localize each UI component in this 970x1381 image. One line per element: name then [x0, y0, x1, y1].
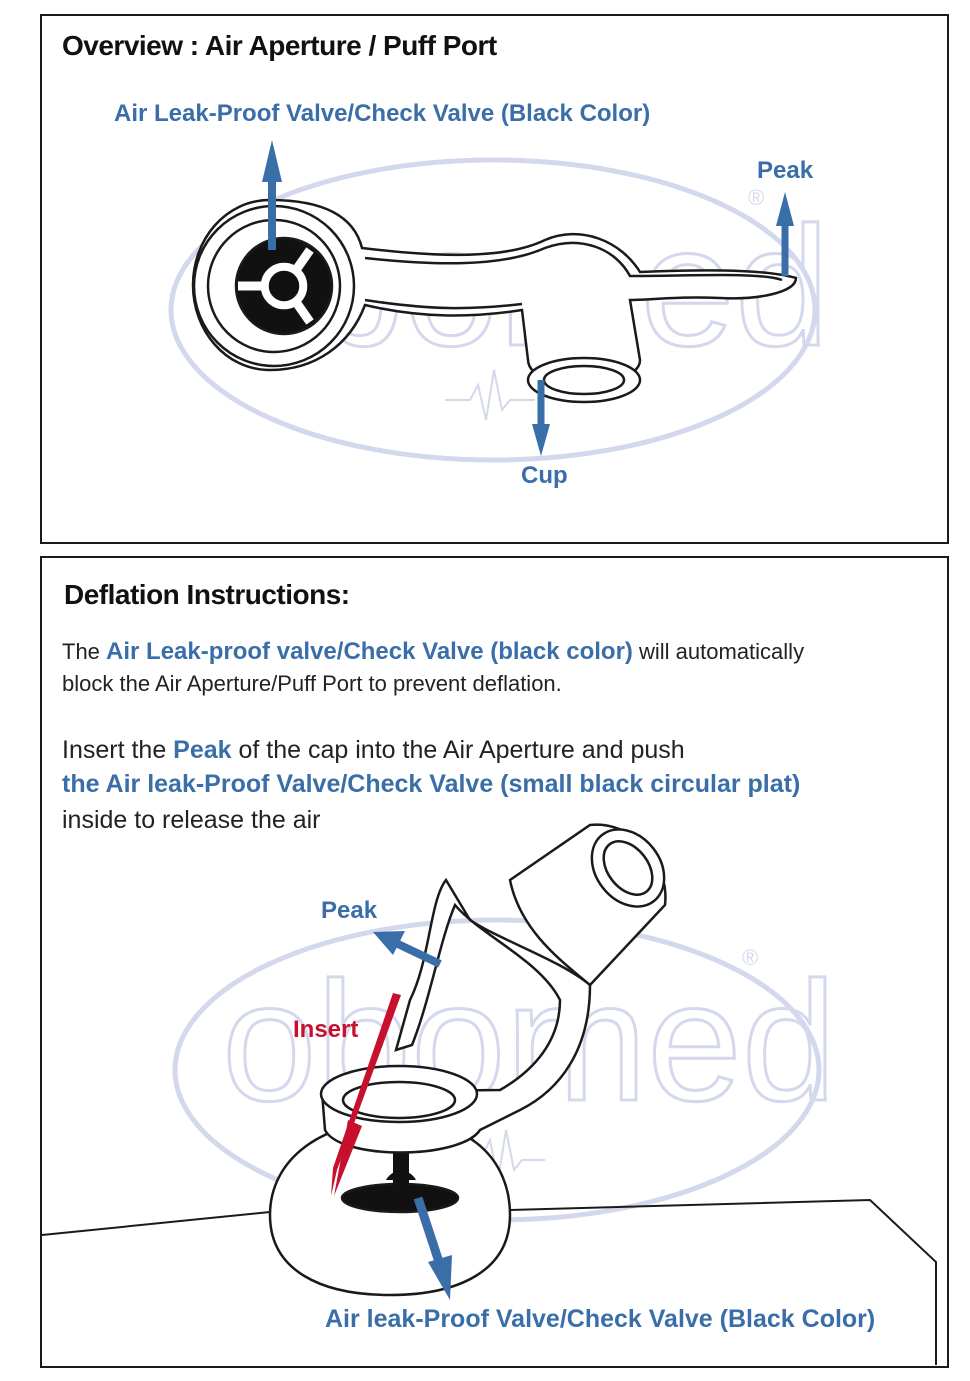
overview-arrows — [262, 140, 794, 456]
paragraph-2-line-3: inside to release the air — [62, 806, 321, 834]
watermark-registered-mark: ® — [748, 185, 764, 210]
valve-label: Air Leak-Proof Valve/Check Valve (Black … — [114, 100, 651, 127]
cup-label: Cup — [521, 462, 568, 489]
peak-arrowhead — [776, 192, 794, 226]
peak-label: Peak — [757, 157, 814, 184]
paragraph-1-suffix: will automatically — [632, 639, 805, 664]
cup-arrowhead — [532, 424, 550, 456]
puff-port-drawing — [191, 198, 798, 404]
paragraph-1-prefix: The — [62, 639, 107, 664]
valve-label-bottom: Air leak-Proof Valve/Check Valve (Black … — [325, 1305, 876, 1333]
paragraph-2-highlight-peak: Peak — [173, 736, 232, 764]
paragraph-2-line-2: the Air leak-Proof Valve/Check Valve (sm… — [62, 770, 800, 799]
paragraph-1-line-2: block the Air Aperture/Puff Port to prev… — [62, 671, 562, 696]
deflation-title: Deflation Instructions: — [64, 579, 350, 610]
overview-title: Overview : Air Aperture / Puff Port — [62, 30, 497, 61]
paragraph-2-suffix: of the cap into the Air Aperture and pus… — [231, 736, 685, 764]
insert-label: Insert — [293, 1016, 359, 1043]
paragraph-1-highlight: Air Leak-proof valve/Check Valve (black … — [106, 638, 633, 665]
peak-label-bottom: Peak — [321, 897, 378, 924]
overview-illustration: ® obomed — [168, 140, 831, 463]
paragraph-1-line-1: The Air Leak-proof valve/Check Valve (bl… — [62, 638, 804, 666]
valve-arrowhead — [262, 140, 282, 182]
paragraph-2-line-1: Insert the Peak of the cap into the Air … — [62, 736, 685, 765]
paragraph-2-prefix: Insert the — [62, 736, 174, 764]
paragraph-2-highlight-valve: the Air leak-Proof Valve/Check Valve (sm… — [62, 770, 801, 798]
